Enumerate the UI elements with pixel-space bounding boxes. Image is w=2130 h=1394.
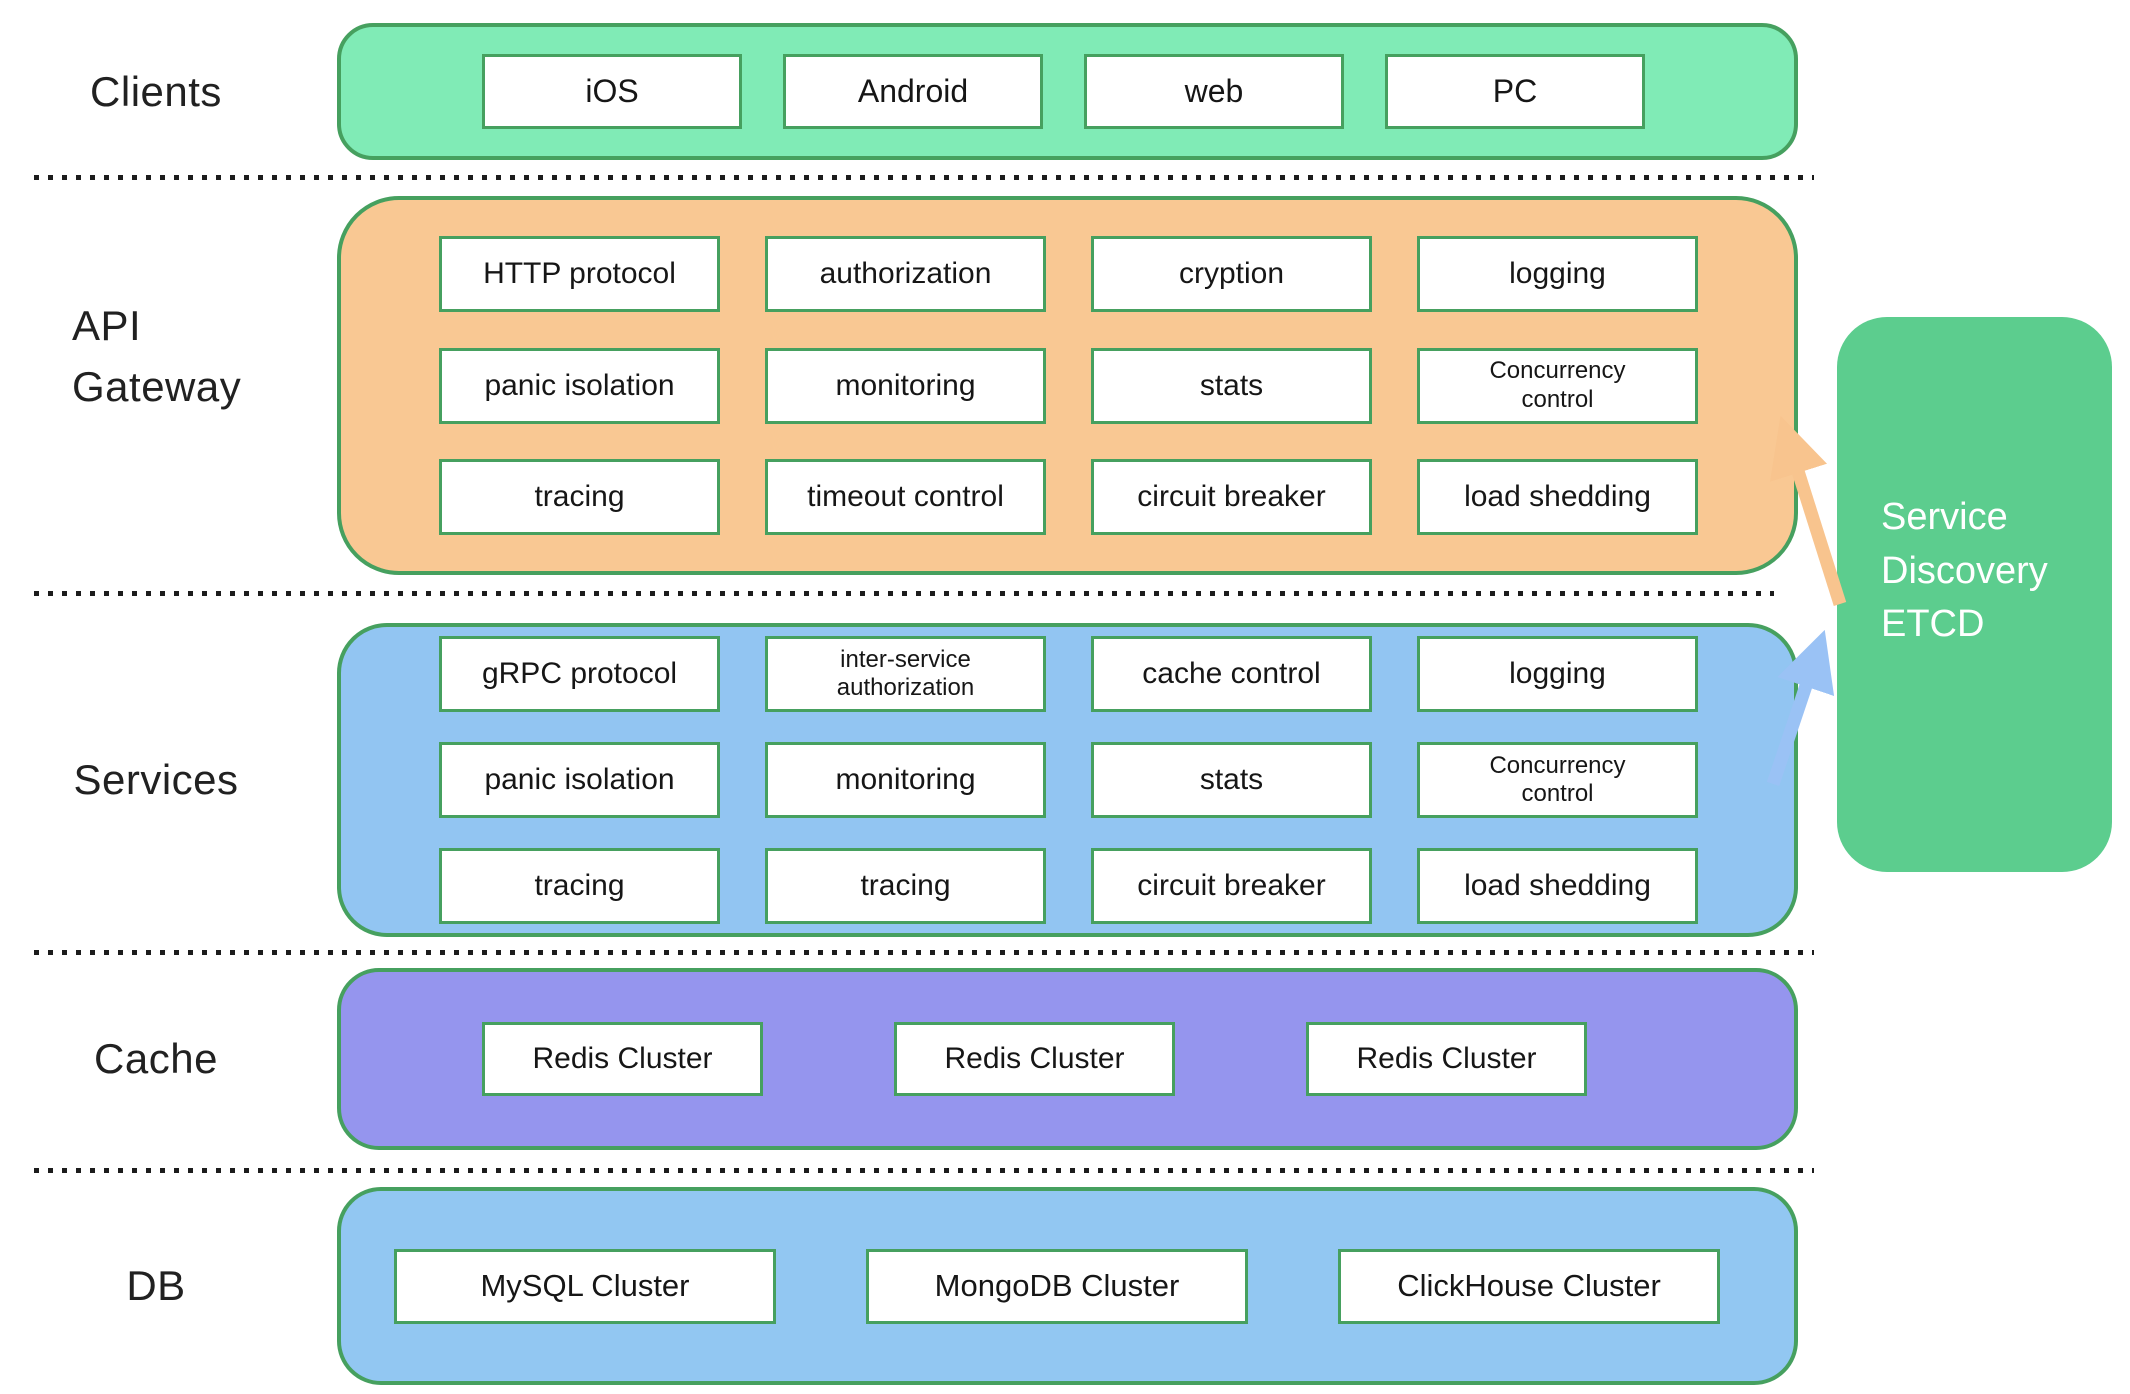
separator-cache-db [34, 1168, 1814, 1173]
gateway-row: tracing timeout control circuit breaker … [341, 459, 1794, 536]
gateway-cell: logging [1417, 235, 1698, 312]
cache-band: Redis Cluster Redis Cluster Redis Cluste… [337, 968, 1798, 1150]
api-gateway-band: HTTP protocol authorization cryption log… [337, 196, 1798, 575]
cache-layer-label: Cache [94, 1035, 218, 1082]
gateway-cell: cryption [1091, 235, 1372, 312]
client-box: iOS [482, 54, 742, 129]
gateway-cell: panic isolation [439, 347, 720, 424]
client-box: web [1084, 54, 1344, 129]
service-cell: gRPC protocol [439, 636, 720, 712]
service-cell: cache control [1091, 636, 1372, 712]
service-cell: stats [1091, 742, 1372, 818]
service-cell: inter-service authorization [765, 636, 1046, 712]
db-cluster-box: ClickHouse Cluster [1338, 1248, 1720, 1324]
gateway-cell: monitoring [765, 347, 1046, 424]
redis-cluster-box: Redis Cluster [1306, 1022, 1587, 1096]
services-band: gRPC protocol inter-service authorizatio… [337, 623, 1798, 937]
service-cell: load shedding [1417, 848, 1698, 924]
gateway-cell: HTTP protocol [439, 235, 720, 312]
service-cell: logging [1417, 636, 1698, 712]
service-cell: tracing [439, 848, 720, 924]
client-box: PC [1385, 54, 1645, 129]
api-gateway-label-line2: Gateway [72, 362, 242, 410]
gateway-cell: Concurrency control [1417, 347, 1698, 424]
service-discovery-etcd-box: Service Discovery ETCD [1837, 317, 2112, 872]
separator-clients-gateway [34, 175, 1814, 180]
gateway-cell: stats [1091, 347, 1372, 424]
gateway-cell: timeout control [765, 459, 1046, 536]
separator-services-cache [34, 950, 1814, 955]
gateway-row: HTTP protocol authorization cryption log… [341, 235, 1794, 312]
redis-cluster-box: Redis Cluster [894, 1022, 1175, 1096]
gateway-row: panic isolation monitoring stats Concurr… [341, 347, 1794, 424]
discovery-text-line: Discovery [1881, 549, 2048, 592]
services-row: panic isolation monitoring stats Concurr… [341, 742, 1794, 818]
clients-layer-label: Clients [90, 67, 222, 115]
db-layer-label: DB [126, 1262, 186, 1309]
discovery-text-line: ETCD [1881, 603, 1985, 646]
separator-gateway-services [34, 591, 1774, 596]
db-cluster-box: MongoDB Cluster [866, 1248, 1248, 1324]
service-cell: tracing [765, 848, 1046, 924]
db-band: MySQL Cluster MongoDB Cluster ClickHouse… [337, 1187, 1798, 1385]
gateway-cell: load shedding [1417, 459, 1698, 536]
services-layer-label: Services [73, 756, 239, 803]
services-row: tracing tracing circuit breaker load she… [341, 848, 1794, 924]
gateway-cell: authorization [765, 235, 1046, 312]
api-gateway-label-line1: API [72, 301, 142, 349]
client-box: Android [783, 54, 1043, 129]
service-cell: Concurrency control [1417, 742, 1698, 818]
gateway-cell: tracing [439, 459, 720, 536]
service-cell: monitoring [765, 742, 1046, 818]
api-gateway-layer-label: API Gateway [0, 196, 312, 575]
service-cell: circuit breaker [1091, 848, 1372, 924]
clients-band: iOS Android web PC [337, 23, 1798, 160]
discovery-text-line: Service [1881, 495, 2008, 538]
db-cluster-box: MySQL Cluster [394, 1248, 776, 1324]
gateway-cell: circuit breaker [1091, 459, 1372, 536]
redis-cluster-box: Redis Cluster [482, 1022, 763, 1096]
services-row: gRPC protocol inter-service authorizatio… [341, 636, 1794, 712]
service-cell: panic isolation [439, 742, 720, 818]
